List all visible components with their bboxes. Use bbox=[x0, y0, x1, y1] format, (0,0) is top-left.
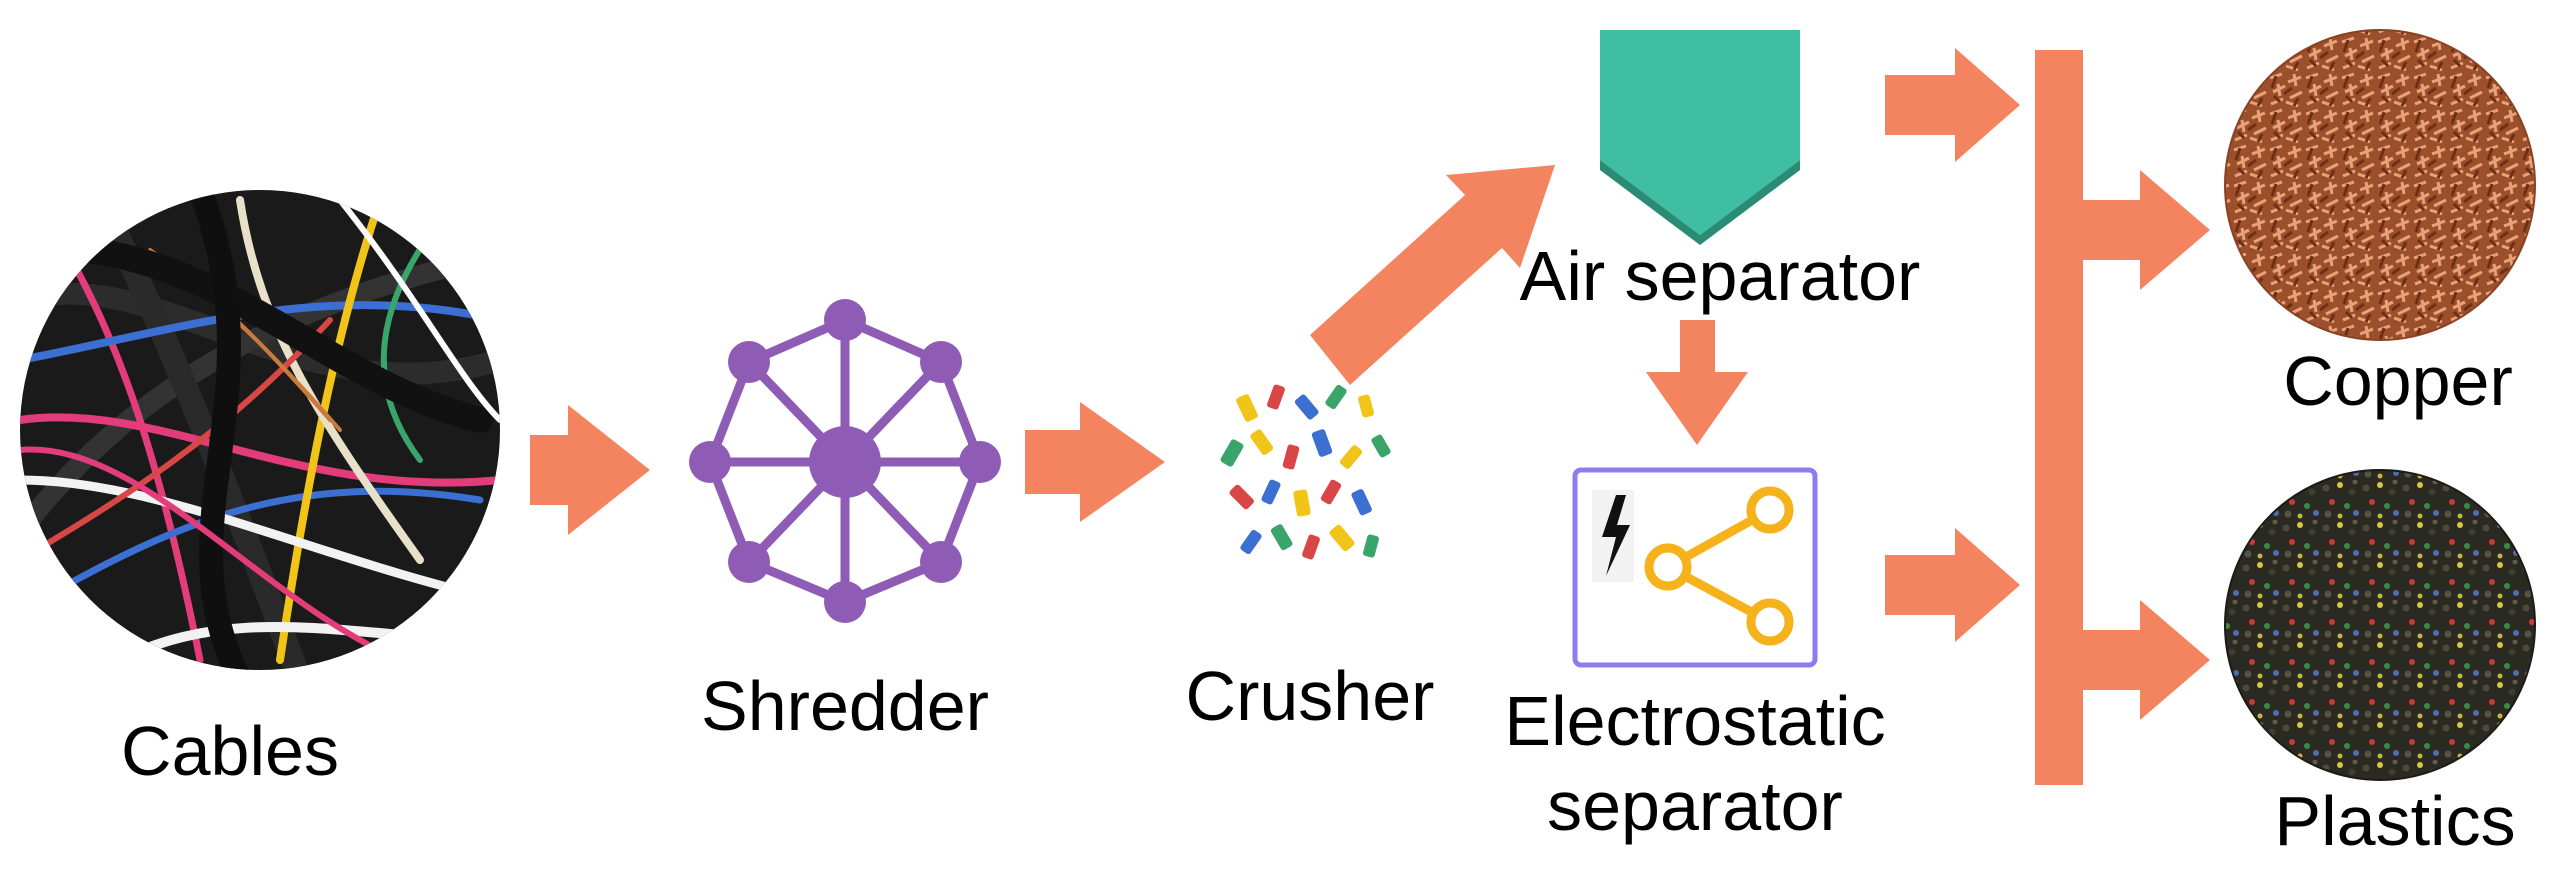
arrow-air-to-collector bbox=[1885, 48, 2020, 162]
arrow-crusher-to-air-separator bbox=[1310, 165, 1555, 385]
cables-photo bbox=[20, 190, 500, 670]
crushed-fragments-icon bbox=[1220, 384, 1391, 560]
arrow-shredder-to-crusher bbox=[1025, 402, 1165, 522]
copper-label: Copper bbox=[2283, 342, 2513, 420]
arrow-air-to-electrostatic bbox=[1646, 320, 1748, 445]
crusher-label: Crusher bbox=[1186, 657, 1435, 735]
shredder-wheel-icon bbox=[689, 299, 1001, 623]
shredder-label: Shredder bbox=[701, 667, 989, 745]
lightning-icon bbox=[1602, 495, 1630, 576]
electrostatic-label-line1: Electrostatic bbox=[1504, 682, 1885, 760]
electrostatic-separator-icon bbox=[1572, 467, 1818, 668]
arrow-cables-to-shredder bbox=[530, 405, 650, 535]
arrow-collector-to-copper bbox=[2083, 170, 2210, 290]
cables-label: Cables bbox=[121, 712, 339, 790]
air-separator-label: Air separator bbox=[1520, 237, 1921, 315]
plastics-label: Plastics bbox=[2274, 782, 2515, 860]
air-separator-hopper-icon bbox=[1600, 30, 1800, 245]
collector-bar bbox=[2035, 50, 2083, 785]
electrostatic-label-line2: separator bbox=[1547, 767, 1843, 845]
plastic-granules-photo bbox=[2224, 469, 2536, 781]
arrow-collector-to-plastics bbox=[2083, 600, 2210, 720]
copper-granules-photo bbox=[2224, 29, 2536, 341]
arrow-electrostatic-to-collector bbox=[1885, 528, 2020, 642]
